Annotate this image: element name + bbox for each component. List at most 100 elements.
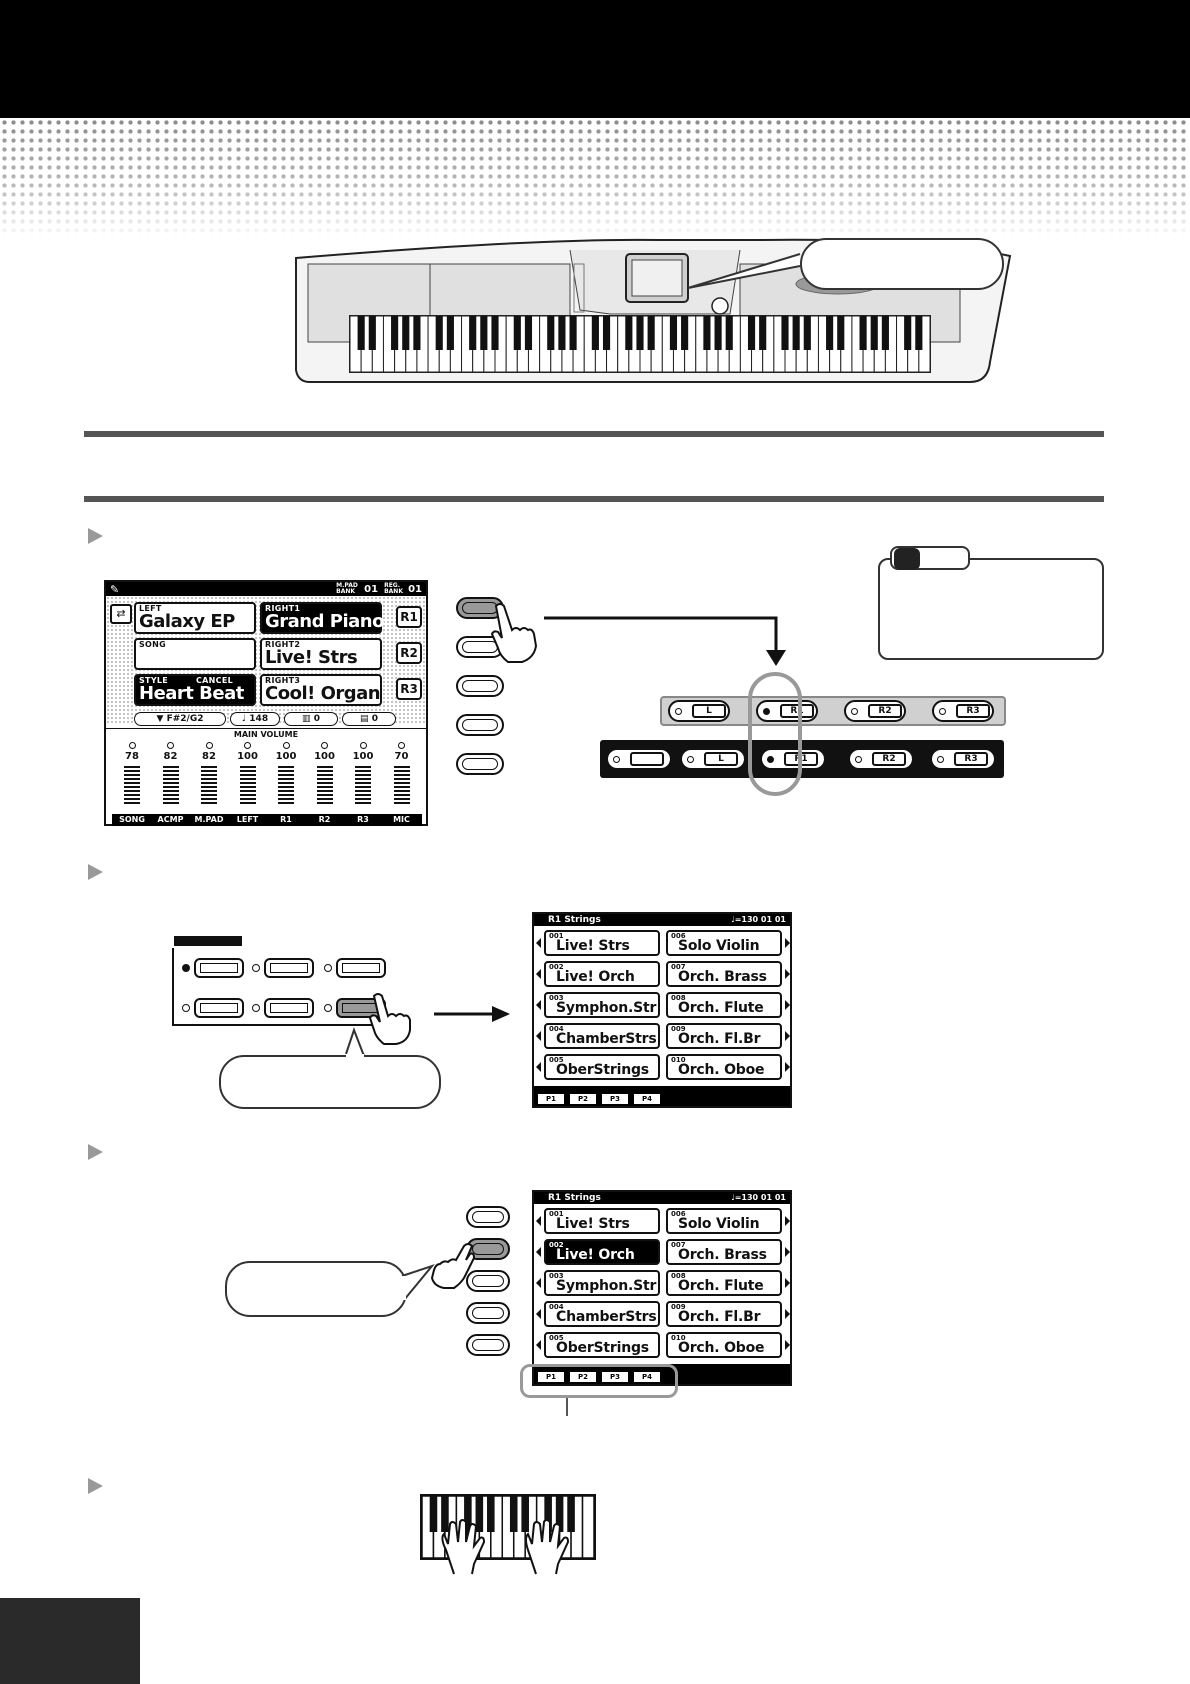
left-voice-box[interactable]: LEFT Galaxy EP xyxy=(134,602,256,634)
voice-category-button[interactable] xyxy=(324,958,388,978)
part-tag-label: R3 xyxy=(956,704,990,718)
page-tab-p1[interactable]: P1 xyxy=(538,1372,564,1382)
voice-number: 003 xyxy=(549,1272,564,1280)
style-box[interactable]: STYLE CANCEL Heart Beat xyxy=(134,674,256,706)
voice-category-button[interactable] xyxy=(324,998,388,1018)
select-button-A[interactable] xyxy=(466,1206,510,1228)
section-rule-top xyxy=(84,431,1104,437)
right3-voice-box[interactable]: RIGHT3 Cool! Organ xyxy=(260,674,382,706)
part-tag-L-upper[interactable]: L xyxy=(668,700,730,722)
led-indicator xyxy=(324,964,332,972)
part-select-button-2[interactable] xyxy=(456,636,504,658)
header-bar xyxy=(0,0,1190,118)
voice-category-button[interactable] xyxy=(182,958,246,978)
voice-category-button[interactable] xyxy=(252,998,316,1018)
page-tab-p4[interactable]: P4 xyxy=(634,1094,660,1104)
voice-category-button[interactable] xyxy=(252,958,316,978)
voice-name: Solo Violin xyxy=(678,938,760,954)
left-voice-name: Galaxy EP xyxy=(139,611,235,632)
upper-octave-value: 0 xyxy=(371,714,378,724)
page-tab-p3[interactable]: P3 xyxy=(602,1372,628,1382)
voice-screen-header: R1 Strings♩=130 01 01 xyxy=(534,914,790,926)
part-tag-R1-upper[interactable]: R1 xyxy=(756,700,818,722)
part-tag-R3-upper[interactable]: R3 xyxy=(932,700,994,722)
part-tag-R2-lower[interactable]: R2 xyxy=(848,748,914,770)
tempo-value: ♩=130 xyxy=(730,915,759,924)
reg-bank-value: 01 xyxy=(408,583,422,595)
reg-bank-label: REG. BANK xyxy=(384,582,403,595)
page-tab-p4[interactable]: P4 xyxy=(634,1372,660,1382)
select-button-E[interactable] xyxy=(466,1334,510,1356)
voice-name: Orch. Fl.Br xyxy=(678,1309,761,1325)
r2-tag: R2 xyxy=(396,642,422,664)
select-button-C[interactable] xyxy=(466,1270,510,1292)
part-tag-blank-lower[interactable] xyxy=(606,748,672,770)
fader-value: 100 xyxy=(237,751,258,762)
song-box[interactable]: SONG xyxy=(134,638,256,670)
tempo-pill[interactable]: ♩ 148 xyxy=(230,712,280,726)
part-select-button-3[interactable] xyxy=(456,675,504,697)
select-button-D[interactable] xyxy=(466,1302,510,1324)
voice-name: Symphon.Str xyxy=(556,1278,657,1294)
fader-bars xyxy=(393,766,410,804)
page-tab-p2[interactable]: P2 xyxy=(570,1094,596,1104)
top-callout xyxy=(800,238,1004,290)
voice-category-button[interactable] xyxy=(182,998,246,1018)
select-button-B[interactable] xyxy=(466,1238,510,1260)
page-tab-p2[interactable]: P2 xyxy=(570,1372,596,1382)
transpose-pill[interactable]: ▼ F#2/G2 xyxy=(134,712,226,726)
page-tab-p1[interactable]: P1 xyxy=(538,1094,564,1104)
fader-value: 100 xyxy=(314,751,335,762)
part-select-button-4[interactable] xyxy=(456,714,504,736)
led-indicator xyxy=(182,964,190,972)
part-select-button-1[interactable] xyxy=(456,597,504,619)
fader-value: 100 xyxy=(275,751,297,762)
right1-voice-box[interactable]: RIGHT1 Grand Piano xyxy=(260,602,384,634)
part-on-off-icon[interactable]: ⇄ xyxy=(110,604,132,624)
transpose-value-pill[interactable]: ▥ 0 xyxy=(284,712,338,726)
part-tag-R2-upper[interactable]: R2 xyxy=(844,700,906,722)
voice-screen-status: ♩=130 01 01 xyxy=(731,1192,786,1204)
right-arrow-icon xyxy=(785,1000,790,1010)
upper-octave-pill[interactable]: ▤ 0 xyxy=(342,712,396,726)
page-tab-p3[interactable]: P3 xyxy=(602,1094,628,1104)
part-select-button-5[interactable] xyxy=(456,753,504,775)
right2-voice-box[interactable]: RIGHT2 Live! Strs xyxy=(260,638,382,670)
mpad-bank-value: 01 xyxy=(760,1193,773,1202)
voice-name: OberStrings xyxy=(556,1062,649,1078)
led-indicator xyxy=(939,708,946,715)
button-face xyxy=(194,958,244,978)
voice-screen-status: ♩=130 01 01 xyxy=(731,914,786,926)
part-tag-R3-lower[interactable]: R3 xyxy=(930,748,996,770)
part-tag-L-lower[interactable]: L xyxy=(680,748,746,770)
pointing-hand-icon-3 xyxy=(430,1243,476,1289)
